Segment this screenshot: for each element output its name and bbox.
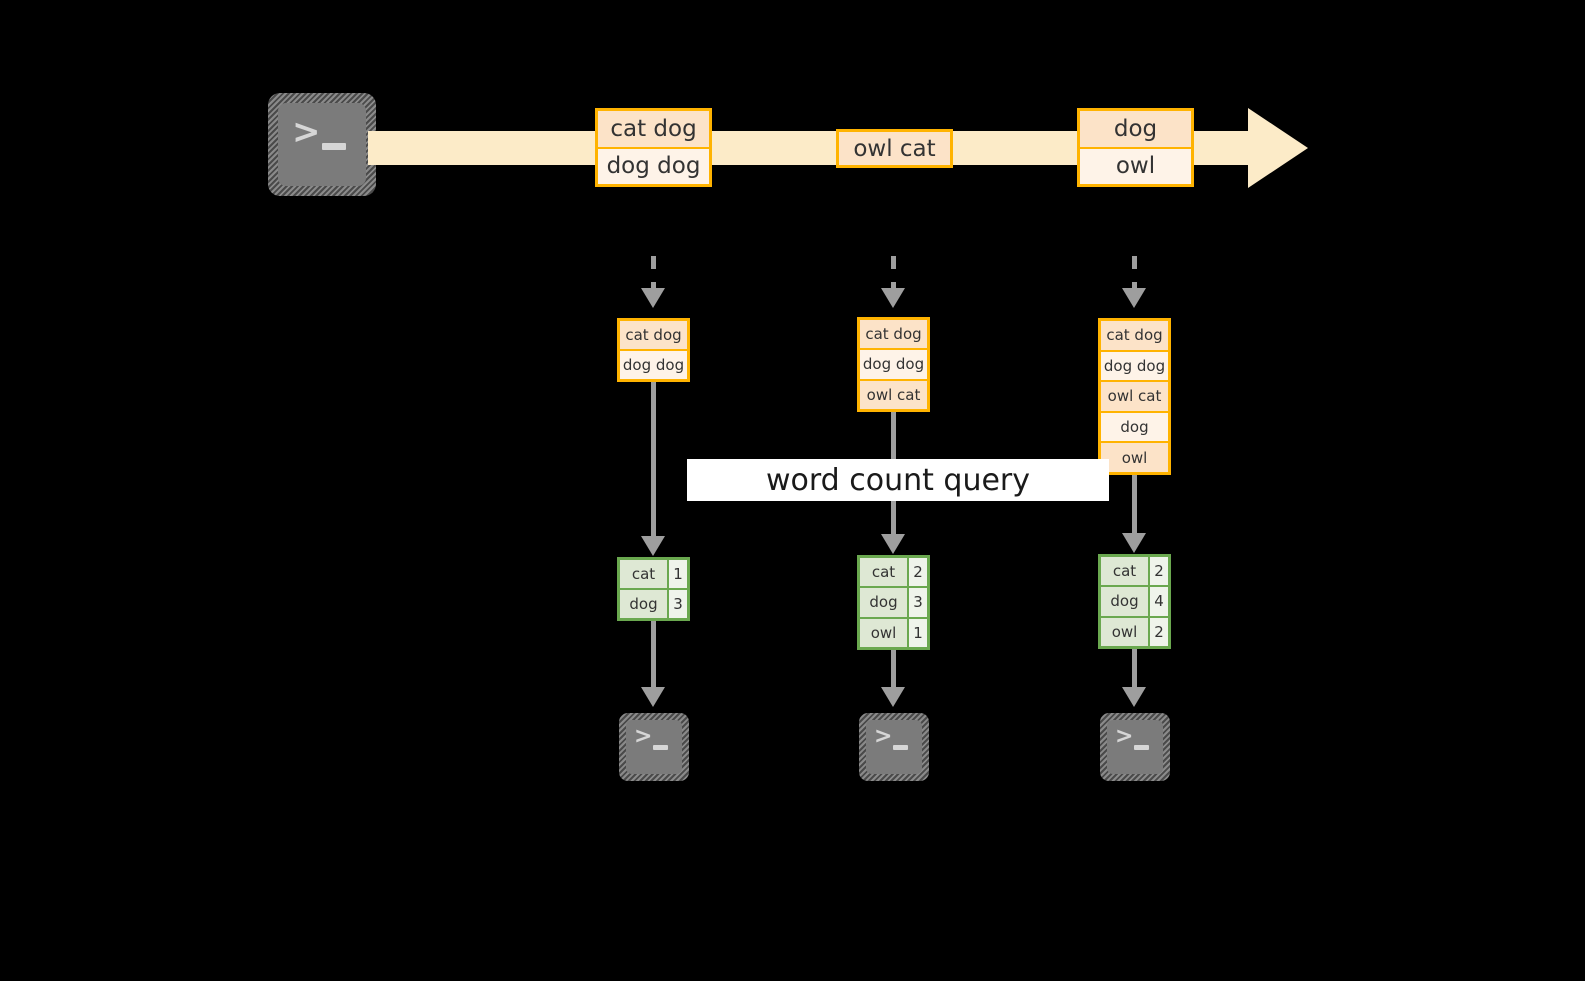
snapshot-1-query-arrowhead [641,536,665,556]
stream-group-2: owl cat [836,129,953,168]
stream-record: dog [1080,111,1191,147]
stream-record: owl [1080,146,1191,184]
result-word: owl [1101,617,1148,646]
input-record: owl cat [860,378,927,409]
result-count: 4 [1148,587,1168,616]
result-row: cat 1 [620,560,687,588]
input-record: cat dog [620,321,687,349]
terminal-prompt-chevron: > [1115,724,1134,749]
snapshot-3-sink-line [1132,649,1137,687]
stream-group-1: cat dog dog dog [595,108,712,187]
snapshot-1-tap-line [651,256,656,288]
input-record: owl [1101,441,1168,472]
snapshot-1-tap-arrowhead [641,288,665,308]
terminal-cursor-icon [893,745,908,750]
result-row: cat 2 [860,558,927,587]
snapshot-3-result-table: cat 2 dog 4 owl 2 [1098,554,1171,649]
terminal-screen: > [626,720,682,774]
result-row: cat 2 [1101,557,1168,586]
snapshot-1-result-table: cat 1 dog 3 [617,557,690,621]
stream-record: cat dog [598,111,709,147]
result-count: 3 [667,590,687,618]
result-row: dog 3 [620,588,687,618]
snapshot-2-input-table: cat dog dog dog owl cat [857,317,930,412]
terminal-prompt-chevron: > [634,724,653,749]
stream-record: owl cat [839,132,950,165]
snapshot-3-query-line [1132,475,1137,533]
snapshot-1-sink-terminal-icon: > [619,713,689,781]
snapshot-1-sink-line [651,621,656,687]
input-record: owl cat [1101,380,1168,411]
terminal-screen: > [278,103,366,186]
result-word: cat [1101,557,1148,586]
terminal-cursor-icon [322,143,346,150]
result-count: 2 [1148,557,1168,586]
snapshot-2-sink-terminal-icon: > [859,713,929,781]
snapshot-3-sink-arrowhead [1122,687,1146,707]
result-word: dog [1101,587,1148,616]
snapshot-2-tap-arrowhead [881,288,905,308]
input-record: dog dog [620,349,687,379]
snapshot-2-tap-line [891,256,896,288]
input-record: dog dog [860,348,927,379]
result-row: dog 4 [1101,585,1168,616]
terminal-cursor-icon [653,745,668,750]
snapshot-1-sink-arrowhead [641,687,665,707]
result-word: cat [860,558,907,587]
result-count: 1 [907,618,927,647]
terminal-prompt-chevron: > [292,112,321,152]
result-row: owl 1 [860,616,927,647]
stream-group-3: dog owl [1077,108,1194,187]
snapshot-3-tap-arrowhead [1122,288,1146,308]
result-row: dog 3 [860,586,927,617]
source-terminal-icon: > [268,93,376,196]
terminal-cursor-icon [1134,745,1149,750]
snapshot-3-tap-line [1132,256,1137,288]
terminal-screen: > [1107,720,1163,774]
snapshot-2-sink-line [891,650,896,687]
snapshot-1-input-table: cat dog dog dog [617,318,690,382]
snapshot-3-input-table: cat dog dog dog owl cat dog owl [1098,318,1171,475]
snapshot-3-query-arrowhead [1122,533,1146,553]
input-record: dog [1101,410,1168,442]
result-count: 3 [907,588,927,617]
snapshot-3-sink-terminal-icon: > [1100,713,1170,781]
snapshot-1-query-line [651,382,656,536]
result-count: 2 [907,558,927,587]
input-record: cat dog [860,320,927,349]
result-count: 1 [667,560,687,588]
result-row: owl 2 [1101,615,1168,646]
result-word: owl [860,618,907,647]
terminal-prompt-chevron: > [874,724,893,749]
snapshot-2-result-table: cat 2 dog 3 owl 1 [857,555,930,650]
query-banner: word count query [687,459,1109,501]
result-word: dog [860,588,907,617]
terminal-screen: > [866,720,922,774]
snapshot-2-sink-arrowhead [881,687,905,707]
stream-record: dog dog [598,146,709,184]
snapshot-2-query-arrowhead [881,534,905,554]
input-record: dog dog [1101,349,1168,381]
result-count: 2 [1148,617,1168,646]
result-word: dog [620,590,667,618]
result-word: cat [620,560,667,588]
query-banner-label: word count query [765,462,1031,498]
input-record: cat dog [1101,321,1168,350]
